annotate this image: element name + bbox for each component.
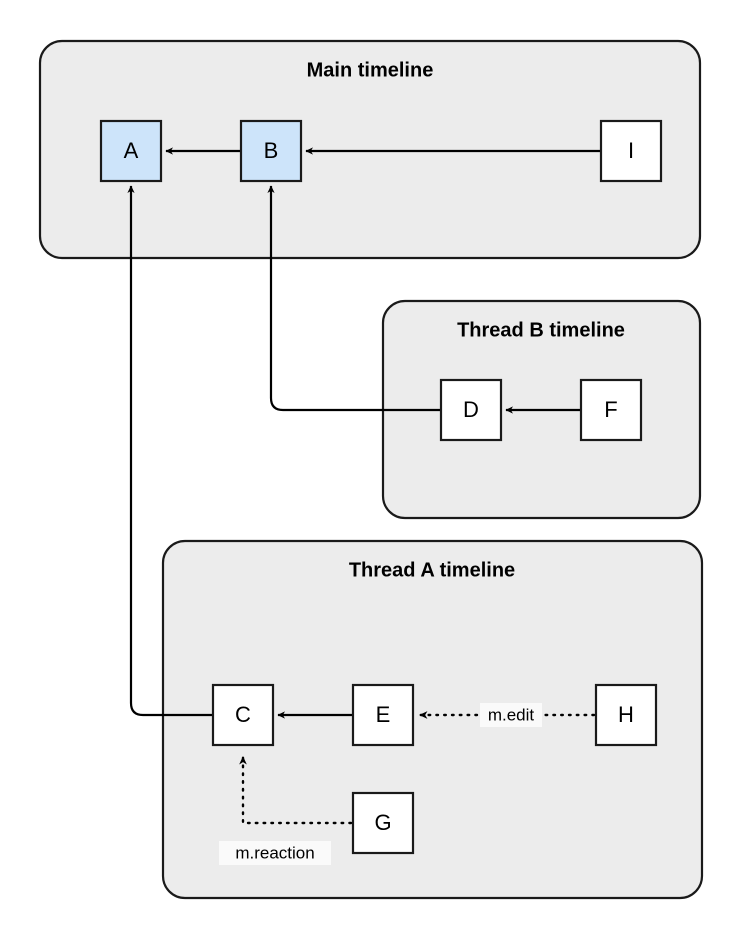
group-thread-a-timeline[interactable]: Thread A timeline — [161, 539, 704, 900]
edge-labels-layer: m.edit m.reaction — [219, 703, 542, 865]
node-e[interactable]: E — [351, 683, 415, 747]
nodes-layer: A B I D F C — [99, 119, 663, 855]
group-main-timeline-box — [38, 39, 702, 260]
group-main-timeline[interactable]: Main timeline — [38, 39, 702, 260]
node-g-box — [351, 791, 415, 855]
node-c-label: C — [235, 702, 251, 727]
edge-label-m-edit: m.edit — [480, 703, 542, 727]
node-f-box — [579, 378, 643, 442]
node-h-box — [594, 683, 658, 747]
edge-label-m-edit-bg — [480, 703, 542, 727]
node-d-box — [439, 378, 503, 442]
node-e-box — [351, 683, 415, 747]
group-main-timeline-title: Main timeline — [307, 59, 434, 81]
node-c[interactable]: C — [211, 683, 275, 747]
group-thread-a-timeline-title: Thread A timeline — [349, 559, 515, 581]
group-thread-a-timeline-box — [161, 539, 704, 900]
node-a[interactable]: A — [99, 119, 163, 183]
node-a-label: A — [124, 138, 139, 163]
node-f[interactable]: F — [579, 378, 643, 442]
edge-d-to-b[interactable] — [267, 185, 441, 412]
node-b-label: B — [264, 138, 279, 163]
node-e-label: E — [376, 702, 391, 727]
node-d[interactable]: D — [439, 378, 503, 442]
edge-c-to-a[interactable] — [127, 185, 213, 717]
edge-label-m-reaction-bg — [219, 841, 331, 865]
node-i-box — [599, 119, 663, 183]
node-h[interactable]: H — [594, 683, 658, 747]
node-g[interactable]: G — [351, 791, 415, 855]
edge-label-m-reaction-text: m.reaction — [235, 843, 314, 862]
node-c-box — [211, 683, 275, 747]
edge-g-to-c-m-reaction[interactable] — [239, 755, 353, 825]
node-b-box — [239, 119, 303, 183]
node-a-box — [99, 119, 163, 183]
edge-label-m-reaction: m.reaction — [219, 841, 331, 865]
node-f-label: F — [604, 397, 617, 422]
node-g-label: G — [374, 810, 391, 835]
group-thread-b-timeline-title: Thread B timeline — [457, 319, 625, 341]
node-d-label: D — [463, 397, 479, 422]
node-h-label: H — [618, 702, 634, 727]
node-i[interactable]: I — [599, 119, 663, 183]
node-i-label: I — [628, 138, 634, 163]
edge-label-m-edit-text: m.edit — [488, 705, 535, 724]
node-b[interactable]: B — [239, 119, 303, 183]
